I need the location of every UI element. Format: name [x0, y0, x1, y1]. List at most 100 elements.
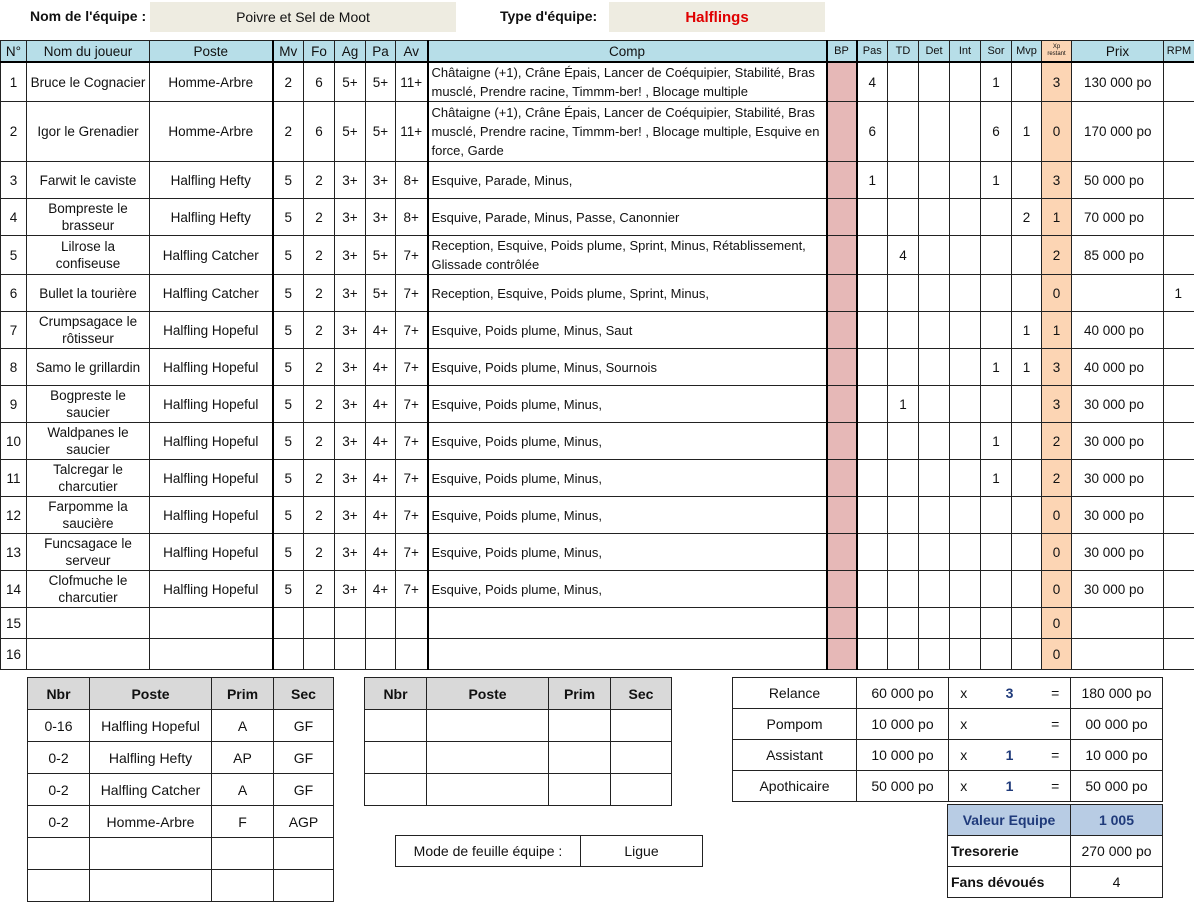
player-av[interactable]: 7+ — [396, 312, 428, 349]
player-name[interactable]: Farpomme la saucière — [27, 497, 150, 534]
player-av[interactable]: 11+ — [396, 102, 428, 162]
player-bp[interactable] — [827, 102, 857, 162]
player-ag[interactable]: 3+ — [335, 162, 366, 199]
player-int[interactable] — [950, 102, 981, 162]
player-mvp[interactable] — [1012, 236, 1042, 275]
player-td[interactable] — [888, 62, 919, 102]
player-det[interactable] — [919, 275, 950, 312]
treasury-value[interactable]: 270 000 po — [1071, 836, 1163, 867]
player-rpm[interactable] — [1164, 386, 1194, 423]
player-pa[interactable]: 5+ — [366, 236, 396, 275]
player-xp[interactable]: 2 — [1042, 460, 1072, 497]
player-name[interactable] — [27, 608, 150, 639]
player-pos[interactable]: Halfling Hefty — [150, 162, 273, 199]
player-xp[interactable]: 3 — [1042, 349, 1072, 386]
player-bp[interactable] — [827, 275, 857, 312]
player-ag[interactable]: 3+ — [335, 534, 366, 571]
player-comp[interactable]: Reception, Esquive, Poids plume, Sprint,… — [428, 275, 827, 312]
player-name[interactable]: Lilrose la confiseuse — [27, 236, 150, 275]
player-pas[interactable] — [857, 386, 888, 423]
player-ag[interactable]: 3+ — [335, 423, 366, 460]
player-int[interactable] — [950, 349, 981, 386]
player-det[interactable] — [919, 386, 950, 423]
player-det[interactable] — [919, 236, 950, 275]
player-comp[interactable]: Esquive, Poids plume, Minus, Sournois — [428, 349, 827, 386]
player-int[interactable] — [950, 608, 981, 639]
player-pa[interactable]: 4+ — [366, 312, 396, 349]
player-name[interactable]: Clofmuche le charcutier — [27, 571, 150, 608]
player-xp[interactable]: 0 — [1042, 102, 1072, 162]
player-sor[interactable]: 1 — [981, 162, 1012, 199]
player-det[interactable] — [919, 534, 950, 571]
player-td[interactable] — [888, 608, 919, 639]
player-av[interactable]: 8+ — [396, 199, 428, 236]
player-xp[interactable]: 1 — [1042, 312, 1072, 349]
player-pas[interactable]: 4 — [857, 62, 888, 102]
player-prix[interactable] — [1072, 608, 1164, 639]
player-mvp[interactable] — [1012, 639, 1042, 670]
player-int[interactable] — [950, 386, 981, 423]
player-ag[interactable]: 3+ — [335, 312, 366, 349]
player-av[interactable]: 8+ — [396, 162, 428, 199]
player-ag[interactable]: 5+ — [335, 62, 366, 102]
player-pos[interactable]: Halfling Hopeful — [150, 497, 273, 534]
fans-value[interactable]: 4 — [1071, 867, 1163, 898]
player-td[interactable] — [888, 534, 919, 571]
player-comp[interactable]: Esquive, Parade, Minus, Passe, Canonnier — [428, 199, 827, 236]
player-ag[interactable]: 3+ — [335, 460, 366, 497]
player-name[interactable]: Bullet la tourière — [27, 275, 150, 312]
player-pa[interactable]: 5+ — [366, 102, 396, 162]
player-xp[interactable]: 0 — [1042, 639, 1072, 670]
player-pos[interactable]: Halfling Catcher — [150, 275, 273, 312]
player-rpm[interactable] — [1164, 608, 1194, 639]
player-fo[interactable]: 2 — [304, 571, 335, 608]
player-pas[interactable] — [857, 312, 888, 349]
player-pas[interactable] — [857, 275, 888, 312]
player-rpm[interactable] — [1164, 571, 1194, 608]
player-prix[interactable]: 50 000 po — [1072, 162, 1164, 199]
player-av[interactable] — [396, 608, 428, 639]
player-mv[interactable]: 5 — [273, 497, 304, 534]
player-name[interactable] — [27, 639, 150, 670]
player-int[interactable] — [950, 423, 981, 460]
player-int[interactable] — [950, 460, 981, 497]
player-ag[interactable]: 5+ — [335, 102, 366, 162]
player-pas[interactable] — [857, 460, 888, 497]
player-sor[interactable] — [981, 199, 1012, 236]
player-fo[interactable]: 6 — [304, 62, 335, 102]
player-prix[interactable]: 40 000 po — [1072, 349, 1164, 386]
player-rpm[interactable] — [1164, 349, 1194, 386]
player-int[interactable] — [950, 571, 981, 608]
player-pas[interactable] — [857, 497, 888, 534]
player-int[interactable] — [950, 275, 981, 312]
player-mv[interactable]: 5 — [273, 275, 304, 312]
cost-qty[interactable]: 3 — [979, 678, 1041, 709]
player-xp[interactable]: 0 — [1042, 571, 1072, 608]
player-mv[interactable]: 5 — [273, 460, 304, 497]
player-bp[interactable] — [827, 497, 857, 534]
player-det[interactable] — [919, 162, 950, 199]
player-bp[interactable] — [827, 349, 857, 386]
player-name[interactable]: Waldpanes le saucier — [27, 423, 150, 460]
player-prix[interactable]: 30 000 po — [1072, 460, 1164, 497]
player-pa[interactable]: 4+ — [366, 423, 396, 460]
player-prix[interactable]: 30 000 po — [1072, 534, 1164, 571]
player-name[interactable]: Samo le grillardin — [27, 349, 150, 386]
player-fo[interactable]: 2 — [304, 460, 335, 497]
player-pa[interactable]: 4+ — [366, 386, 396, 423]
player-mv[interactable]: 5 — [273, 423, 304, 460]
player-prix[interactable]: 30 000 po — [1072, 497, 1164, 534]
player-comp[interactable]: Esquive, Poids plume, Minus, — [428, 460, 827, 497]
player-td[interactable] — [888, 571, 919, 608]
player-pa[interactable]: 5+ — [366, 62, 396, 102]
player-mvp[interactable] — [1012, 62, 1042, 102]
player-mv[interactable]: 5 — [273, 199, 304, 236]
player-prix[interactable]: 30 000 po — [1072, 386, 1164, 423]
player-pa[interactable]: 4+ — [366, 497, 396, 534]
player-av[interactable]: 7+ — [396, 534, 428, 571]
player-comp[interactable]: Esquive, Poids plume, Minus, — [428, 571, 827, 608]
player-pos[interactable]: Halfling Hopeful — [150, 423, 273, 460]
player-fo[interactable]: 2 — [304, 423, 335, 460]
player-rpm[interactable] — [1164, 534, 1194, 571]
player-mvp[interactable] — [1012, 162, 1042, 199]
